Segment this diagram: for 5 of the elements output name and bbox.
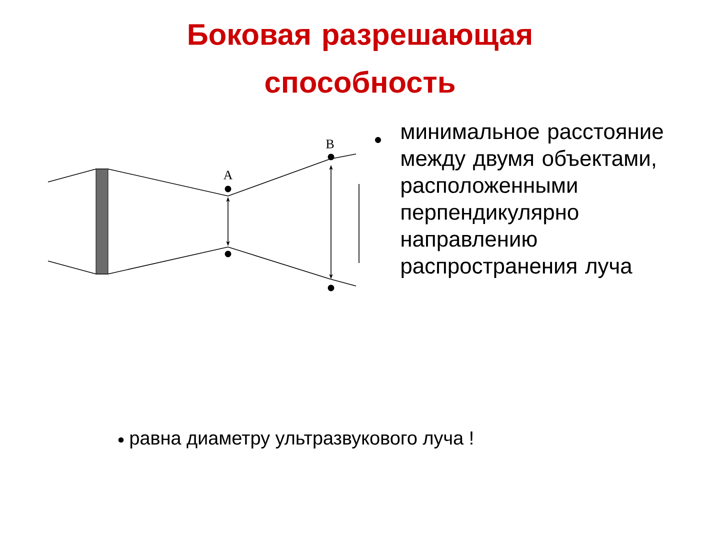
title: Боковая разрешающая способность — [188, 24, 531, 93]
point-label: A — [223, 170, 233, 180]
bullet-text: равна диаметру ультразвукового луча ! — [130, 432, 472, 448]
bullet-text: минимальное расстояние между двумя объектами, расположенными перпендикулярно направлению распространения луча — [402, 127, 663, 278]
point-label: B — [326, 140, 334, 148]
